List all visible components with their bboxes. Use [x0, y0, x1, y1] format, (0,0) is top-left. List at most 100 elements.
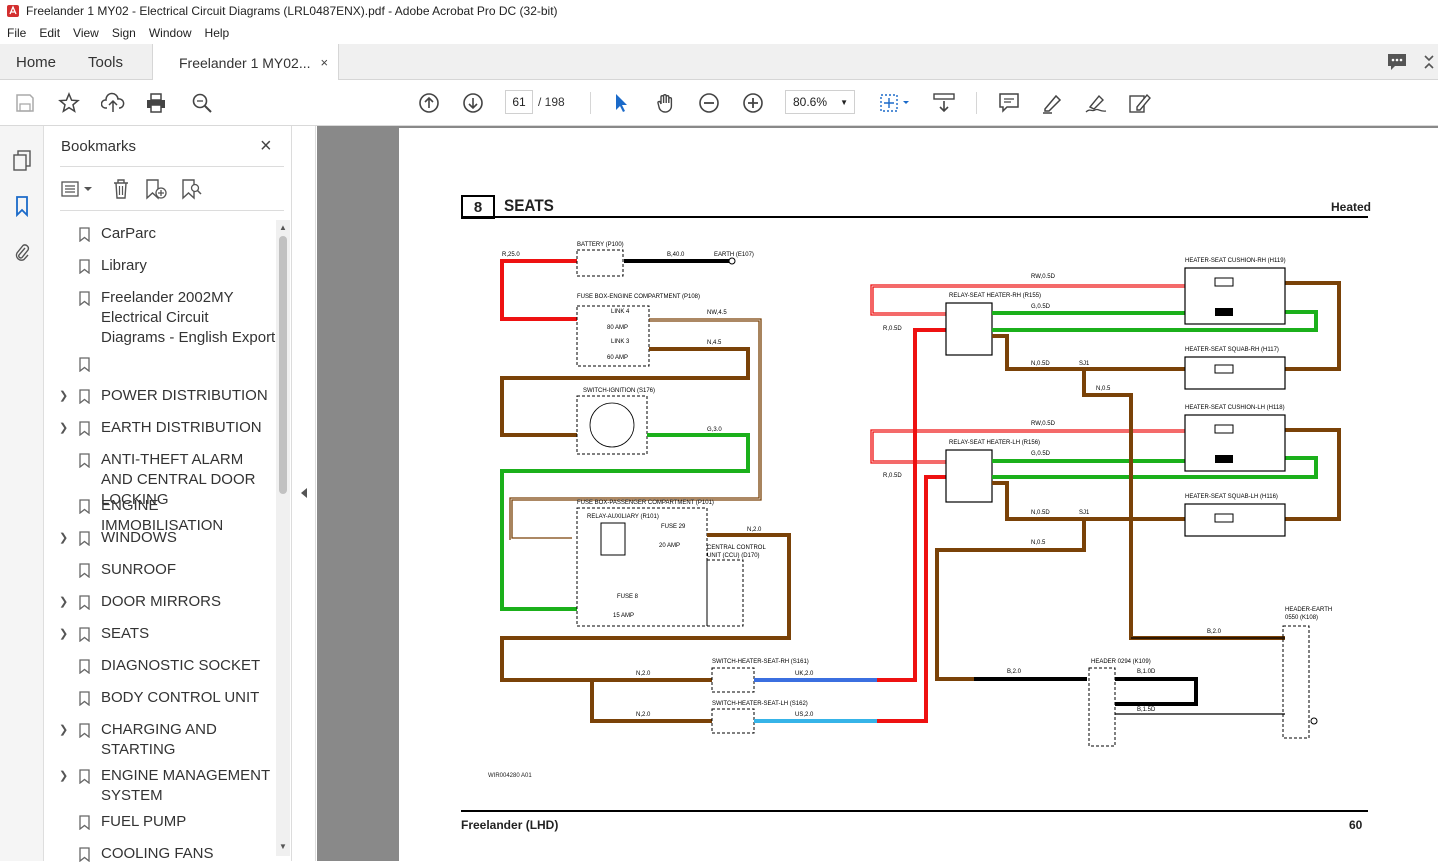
- label-squab-lh: HEATER-SEAT SQUAB-LH (H116): [1185, 494, 1278, 500]
- delete-icon[interactable]: [112, 178, 130, 200]
- scroll-down-icon[interactable]: ▼: [279, 842, 287, 851]
- wire-g30: G,3.0: [707, 427, 722, 433]
- menu-file[interactable]: File: [7, 26, 27, 40]
- footer-page-number: 60: [1349, 818, 1363, 832]
- save-icon[interactable]: [13, 91, 37, 115]
- tab-close-icon[interactable]: ×: [320, 55, 329, 70]
- wire-n20-lh: N,2.0: [636, 712, 651, 718]
- print-icon[interactable]: [144, 91, 168, 115]
- bookmark-label: FUEL PUMP: [101, 813, 187, 830]
- wire-rw05-lh: RW,0.5D: [1031, 421, 1056, 427]
- menu-sign[interactable]: Sign: [111, 26, 136, 40]
- zoom-in-icon[interactable]: [741, 91, 765, 115]
- label-fuse29-amp: 20 AMP: [659, 543, 680, 549]
- sign-icon[interactable]: [1084, 91, 1108, 115]
- page-up-icon[interactable]: [417, 91, 441, 115]
- label-link3-amp: 60 AMP: [607, 355, 628, 361]
- label-header-earth-2: 0550 (K108): [1285, 615, 1318, 621]
- menu-window[interactable]: Window: [148, 26, 192, 40]
- chevron-right-icon[interactable]: ❯: [59, 596, 69, 608]
- page-down-icon[interactable]: [461, 91, 485, 115]
- bookmark-panel-icon[interactable]: [10, 194, 34, 218]
- bookmark-label: ENGINE MANAGEMENT SYSTEM: [101, 767, 270, 804]
- chevron-right-icon[interactable]: ❯: [59, 390, 69, 402]
- bookmark-label: SEATS: [101, 625, 150, 642]
- title-bar: Freelander 1 MY02 - Electrical Circuit D…: [0, 0, 1438, 22]
- star-icon[interactable]: [57, 91, 81, 115]
- edit-icon[interactable]: [1128, 91, 1152, 115]
- attachment-icon[interactable]: [10, 240, 34, 264]
- highlight-icon[interactable]: [1040, 91, 1064, 115]
- select-arrow-icon[interactable]: [609, 91, 633, 115]
- menu-edit[interactable]: Edit: [39, 26, 61, 40]
- options-menu-icon[interactable]: [60, 179, 96, 199]
- label-fuse-pass: FUSE BOX-PASSENGER COMPARTMENT (P101): [577, 500, 714, 506]
- wire-b40: B,40.0: [667, 252, 685, 258]
- bookmark-icon: [79, 389, 90, 404]
- bookmark-label: DIAGNOSTIC SOCKET: [101, 657, 261, 674]
- bookmark-label: POWER DISTRIBUTION: [101, 387, 268, 404]
- page-total: / 198: [538, 95, 565, 109]
- toolbar-divider: [590, 92, 591, 114]
- scroll-mode-icon[interactable]: [932, 91, 956, 115]
- wire-n20-rh: N,2.0: [636, 671, 651, 677]
- pages-thumbnail-icon[interactable]: [10, 148, 34, 172]
- label-squab-rh: HEATER-SEAT SQUAB-RH (H117): [1185, 347, 1279, 353]
- chevron-right-icon[interactable]: ❯: [59, 724, 69, 736]
- splice-sj1-rh: SJ1: [1079, 361, 1090, 367]
- search-icon[interactable]: [190, 91, 214, 115]
- bookmark-icon: [79, 815, 90, 830]
- comment-icon[interactable]: [997, 91, 1021, 115]
- tab-tools[interactable]: Tools: [88, 44, 123, 80]
- new-bookmark-icon[interactable]: [144, 178, 168, 200]
- scroll-up-icon[interactable]: ▲: [279, 223, 287, 232]
- menu-view[interactable]: View: [73, 26, 99, 40]
- label-cushion-rh: HEATER-SEAT CUSHION-RH (H119): [1185, 258, 1286, 264]
- label-header0294: HEADER 0294 (K109): [1091, 659, 1151, 665]
- document-viewport[interactable]: 8 SEATS Heated: [317, 126, 1438, 861]
- label-switch-rh: SWITCH-HEATER-SEAT-RH (S161): [712, 659, 809, 665]
- collapse-panel-icon[interactable]: [300, 488, 308, 498]
- expand-icon[interactable]: [1422, 54, 1436, 70]
- zoom-level-value: 80.6%: [793, 95, 828, 109]
- chevron-right-icon[interactable]: ❯: [59, 628, 69, 640]
- bookmark-scrollbar[interactable]: ▲ ▼: [276, 220, 290, 856]
- bookmark-list: CarParc Library Freelander 2002MY Electr…: [44, 222, 276, 862]
- label-cushion-lh: HEATER-SEAT CUSHION-LH (H118): [1185, 405, 1285, 411]
- bookmark-label: COOLING FANS: [101, 845, 214, 862]
- tab-document[interactable]: Freelander 1 MY02... ×: [152, 44, 340, 81]
- chat-icon[interactable]: [1386, 52, 1408, 72]
- chevron-right-icon[interactable]: ❯: [59, 532, 69, 544]
- find-bookmark-icon[interactable]: [180, 178, 204, 200]
- footer-model: Freelander (LHD): [461, 818, 559, 832]
- bookmark-label: CHARGING AND STARTING: [101, 721, 217, 758]
- close-icon[interactable]: ×: [260, 135, 272, 157]
- left-nav-rail: [0, 126, 44, 861]
- bookmark-icon: [79, 691, 90, 706]
- page-number-input[interactable]: 61: [505, 90, 533, 114]
- chevron-right-icon[interactable]: ❯: [59, 770, 69, 782]
- label-fuse-engine: FUSE BOX-ENGINE COMPARTMENT (P108): [577, 294, 700, 300]
- bookmark-icon: [79, 291, 90, 306]
- bookmark-icon: [79, 531, 90, 546]
- scrollbar-thumb[interactable]: [279, 236, 287, 494]
- zoom-out-icon[interactable]: [697, 91, 721, 115]
- splice-sj1-lh: SJ1: [1079, 510, 1090, 516]
- hand-icon[interactable]: [654, 91, 678, 115]
- chevron-right-icon[interactable]: ❯: [59, 422, 69, 434]
- label-relay-rh: RELAY-SEAT HEATER-RH (R155): [949, 293, 1041, 299]
- fit-page-icon[interactable]: [878, 91, 912, 115]
- pdf-page: 8 SEATS Heated: [399, 128, 1438, 861]
- label-fuse29: FUSE 29: [661, 524, 686, 530]
- main-toolbar: 61 / 198 80.6%▼: [0, 80, 1438, 126]
- menu-bar: File Edit View Sign Window Help: [0, 22, 1438, 44]
- zoom-level-select[interactable]: 80.6%▼: [785, 90, 855, 114]
- label-battery: BATTERY (P100): [577, 242, 624, 248]
- wire-n45: N,4.5: [707, 340, 722, 346]
- tab-bar: Home Tools Freelander 1 MY02... ×: [0, 44, 1438, 81]
- tab-home[interactable]: Home: [16, 44, 56, 80]
- bookmark-icon: [79, 723, 90, 738]
- wire-nw45: NW,4.5: [707, 310, 727, 316]
- upload-icon[interactable]: [101, 91, 125, 115]
- menu-help[interactable]: Help: [204, 26, 230, 40]
